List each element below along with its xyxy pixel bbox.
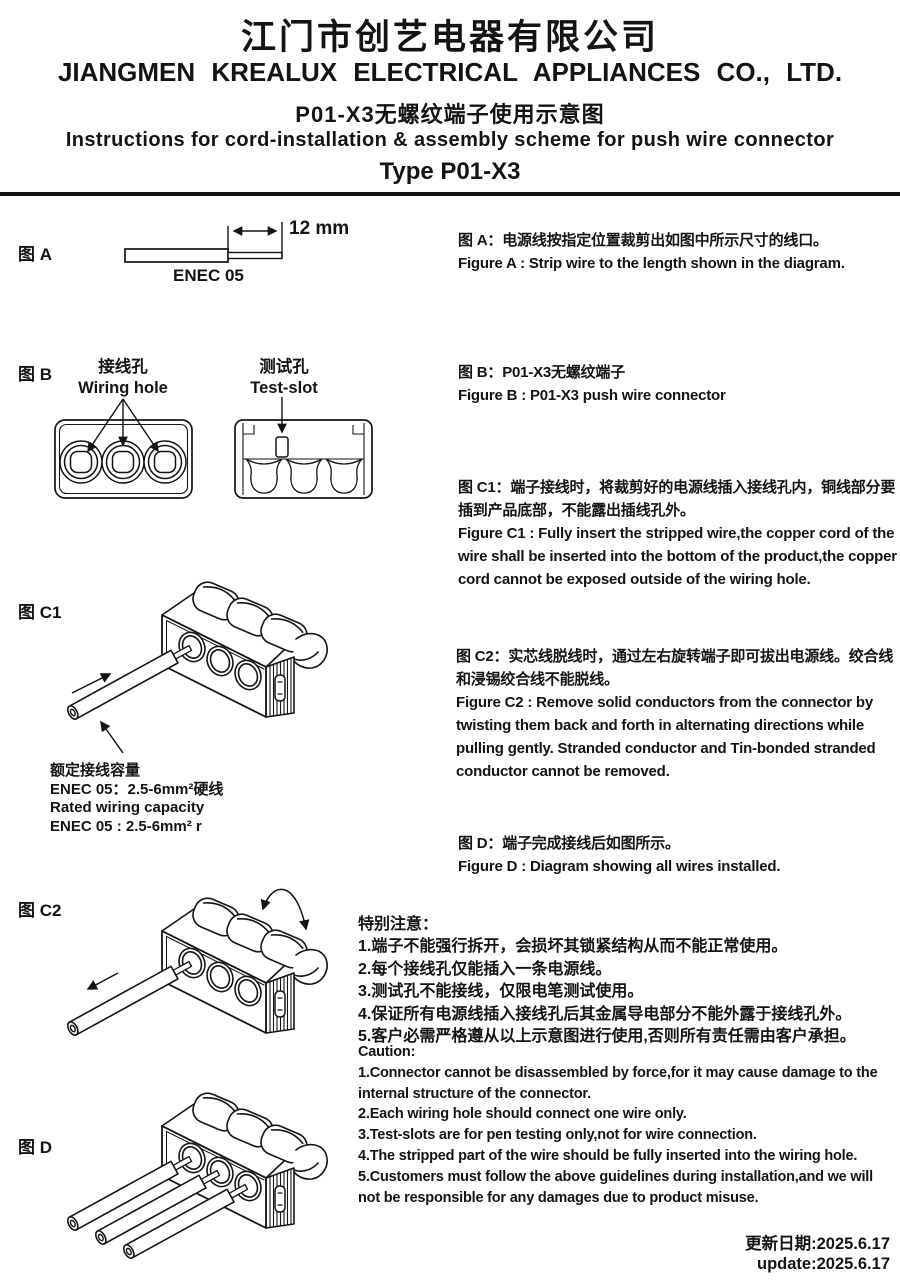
capacity-line-4: ENEC 05 : 2.5-6mm² r: [50, 817, 202, 835]
figure-d-label: 图 D: [18, 1138, 52, 1157]
test-slot-label-en: Test-slot: [250, 379, 318, 397]
subtitle-en: Instructions for cord-installation & ass…: [65, 129, 835, 151]
caution-item: 5.Customers must follow the above guidel…: [358, 1168, 873, 1206]
caution-item: 3.Test-slots are for pen testing only,no…: [358, 1127, 757, 1144]
figure-b-label: 图 B: [18, 365, 52, 384]
figure-a-desc-cn: 图 A：电源线按指定位置裁剪出如图中所示尺寸的线口。: [458, 232, 828, 249]
figure-a-wire-drawing: [124, 222, 283, 263]
figure-c1-desc-en: Figure C1 : Fully insert the stripped wi…: [458, 525, 897, 588]
capacity-line-1: 额定接线容量: [50, 762, 141, 779]
twist-rotation-arrow: [260, 888, 310, 931]
figure-b-desc-cn: 图 B：P01-X3无螺纹端子: [458, 364, 626, 381]
capacity-line-2: ENEC 05：2.5-6mm²硬线: [50, 780, 224, 798]
special-note-item: 1.端子不能强行拆开，会损坏其锁紧结构从而不能正常使用。: [358, 938, 788, 956]
strip-length-dimension: 12 mm: [289, 218, 350, 239]
wiring-hole-label-en: Wiring hole: [78, 379, 168, 397]
figure-c2-desc-cn: 图 C2：实芯线脱线时，通过左右旋转端子即可拔出电源线。绞合线和浸锡绞合线不能脱…: [456, 648, 894, 688]
update-date-en: update:2025.6.17: [757, 1255, 890, 1273]
figure-a-label: 图 A: [18, 245, 52, 264]
figure-b-views-drawing: [54, 397, 373, 499]
caution-block: Caution: 1.Connector cannot be disassemb…: [358, 1042, 896, 1208]
figure-b-desc-en: Figure B : P01-X3 push wire connector: [458, 387, 726, 404]
capacity-callout-arrow: [100, 720, 124, 754]
company-name-en: JIANGMEN KREALUX ELECTRICAL APPLIANCES C…: [57, 57, 843, 87]
figure-d-desc-cn: 图 D：端子完成接线后如图所示。: [458, 835, 680, 852]
caution-item: 4.The stripped part of the wire should b…: [358, 1147, 858, 1164]
test-slot-label-cn: 测试孔: [259, 358, 309, 376]
figure-d-drawing: [64, 1088, 329, 1261]
caution-item: 2.Each wiring hole should connect one wi…: [358, 1106, 687, 1123]
figure-c2-description: 图 C2：实芯线脱线时，通过左右旋转端子即可拔出电源线。绞合线和浸锡绞合线不能脱…: [456, 645, 898, 783]
figure-c1-drawing: [64, 577, 329, 754]
figure-c1-label: 图 C1: [18, 603, 62, 622]
special-notes-block: 特别注意： 1.端子不能强行拆开，会损坏其锁紧结构从而不能正常使用。 2.每个接…: [358, 914, 898, 1048]
wiring-hole-arrows: [87, 398, 159, 453]
wiring-hole-label-cn: 接线孔: [98, 358, 148, 376]
figure-c2-drawing: [64, 888, 329, 1038]
figure-d-desc-en: Figure D : Diagram showing all wires ins…: [458, 858, 781, 875]
special-note-item: 2.每个接线孔仅能插入一条电源线。: [358, 960, 612, 978]
wire-mark-label: ENEC 05: [173, 266, 244, 285]
connector-top-view: [234, 419, 373, 499]
figure-b-description: 图 B：P01-X3无螺纹端子 Figure B : P01-X3 push w…: [458, 361, 898, 407]
figure-c2-label: 图 C2: [18, 901, 62, 920]
company-name-cn: 江门市创艺电器有限公司: [240, 18, 659, 57]
figure-a-description: 图 A：电源线按指定位置裁剪出如图中所示尺寸的线口。 Figure A : St…: [458, 229, 898, 275]
figure-c2-desc-en: Figure C2 : Remove solid conductors from…: [456, 694, 876, 780]
rated-capacity-block: 额定接线容量 ENEC 05：2.5-6mm²硬线 Rated wiring c…: [50, 762, 223, 836]
test-slot-callout: 测试孔 Test-slot: [224, 357, 344, 399]
wiring-hole-callout: 接线孔 Wiring hole: [63, 357, 183, 399]
figure-c1-desc-cn: 图 C1：端子接线时，将裁剪好的电源线插入接线孔内，铜线部分要插到产品底部，不能…: [458, 479, 896, 519]
capacity-line-3: Rated wiring capacity: [50, 799, 205, 816]
type-label: Type P01-X3: [379, 158, 521, 185]
update-date-cn: 更新日期:2025.6.17: [745, 1235, 890, 1253]
caution-title: Caution:: [358, 1044, 416, 1060]
caution-item: 1.Connector cannot be disassembled by fo…: [358, 1064, 878, 1102]
subtitle-cn: P01-X3无螺纹端子使用示意图: [295, 102, 605, 127]
figure-c1-description: 图 C1：端子接线时，将裁剪好的电源线插入接线孔内，铜线部分要插到产品底部，不能…: [458, 476, 900, 591]
special-note-item: 4.保证所有电源线插入接线孔后其金属导电部分不能外露于接线孔外。: [358, 1005, 852, 1023]
update-date-block: 更新日期:2025.6.17 update:2025.6.17: [745, 1234, 890, 1274]
special-note-item: 5.客户必需严格遵从以上示意图进行使用,否则所有责任需由客户承担。: [358, 1028, 856, 1046]
special-notes-title: 特别注意：: [358, 916, 439, 933]
header-divider: [0, 192, 900, 196]
special-note-item: 3.测试孔不能接线，仅限电笔测试使用。: [358, 983, 644, 1001]
figure-d-description: 图 D：端子完成接线后如图所示。 Figure D : Diagram show…: [458, 832, 900, 878]
insert-direction-arrow: [71, 673, 112, 694]
pull-out-arrow: [86, 972, 119, 990]
figure-a-desc-en: Figure A : Strip wire to the length show…: [458, 255, 845, 272]
